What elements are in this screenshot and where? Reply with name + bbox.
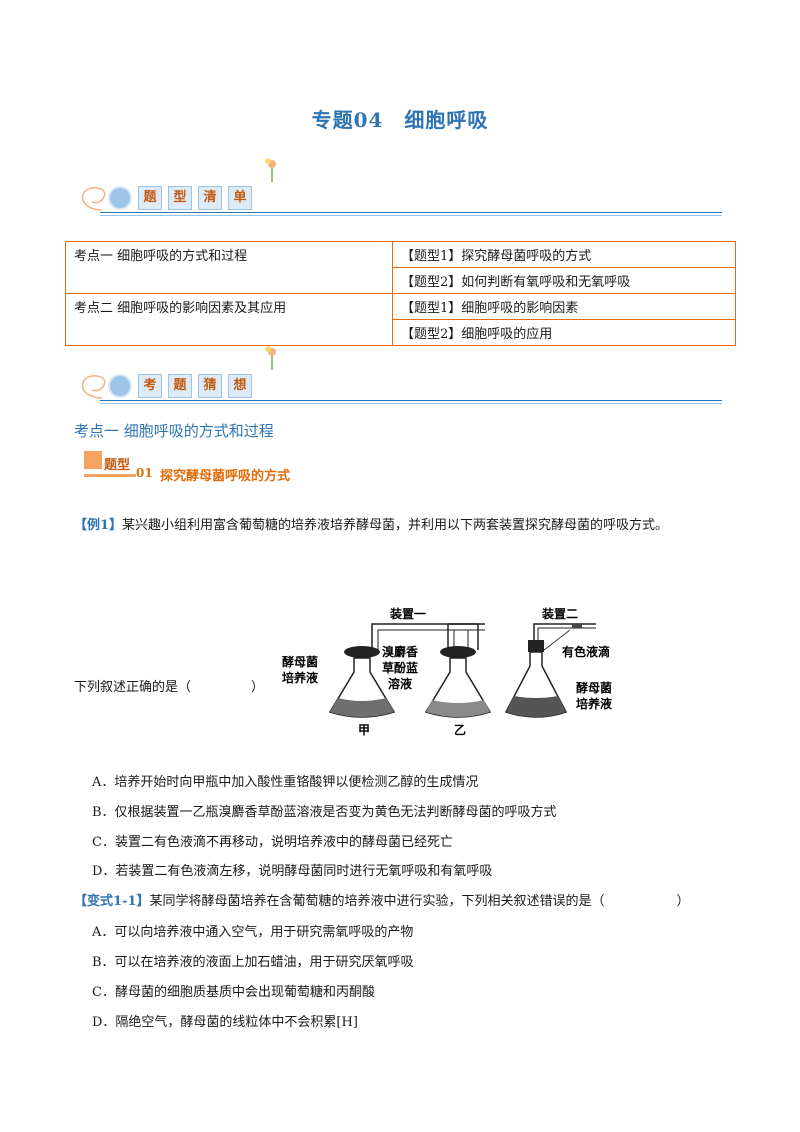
table-cell: 【题型1】探究酵母菌呼吸的方式 [392,241,736,268]
example-tag: 【例1】 [74,518,123,533]
question-close: ） [251,680,265,695]
table-row: 【题型2】细胞呼吸的应用 [66,319,736,346]
table-cell: 【题型1】细胞呼吸的影响因素 [392,293,736,320]
option-b: B．仅根据装置一乙瓶溴麝香草酚蓝溶液是否变为黄色无法判断酵母菌的呼吸方式 [92,805,557,820]
table-cell: 考点一 细胞呼吸的方式和过程 [65,241,393,294]
banner-char: 题 [138,186,162,210]
variant-close: ） [676,894,690,909]
banner-char: 型 [168,186,192,210]
figure-label: 培养液 [576,696,612,711]
figure-label: 有色液滴 [562,644,610,659]
figure-label: 装置一 [389,606,426,621]
table-cell: 【题型2】细胞呼吸的应用 [392,319,736,346]
banner-char: 考 [138,374,162,398]
option-c: C．装置二有色液滴不再移动，说明培养液中的酵母菌已经死亡 [92,835,453,850]
table-row: 考点二 细胞呼吸的影响因素及其应用 【题型1】细胞呼吸的影响因素 [65,293,736,346]
bullet-dot-icon [108,374,132,398]
variant-stem: 【变式1-1】某同学将酵母菌培养在含葡萄糖的培养液中进行实验，下列相关叙述错误的… [74,890,690,909]
tixing-badge-icon [84,451,102,469]
tixing-label: 题型 [104,458,131,473]
banner-char: 题 [168,374,192,398]
variant-option-a: A．可以向培养液中通入空气，用于研究需氧呼吸的产物 [92,925,414,940]
tixing-number: 01 [136,466,153,480]
figure-label: 装置二 [541,606,578,621]
figure-label: 甲 [358,723,370,737]
banner-char: 清 [198,186,222,210]
section-banner-topic-list: 题 型 清 单 [72,156,722,216]
table-cell: 考点二 细胞呼吸的影响因素及其应用 [65,293,393,346]
variant-option-c: C．酵母菌的细胞质基质中会出现葡萄糖和丙酮酸 [92,985,375,1000]
variant-text: 某同学将酵母菌培养在含葡萄糖的培养液中进行实验，下列相关叙述错误的是（ [149,894,605,909]
table-row: 考点一 细胞呼吸的方式和过程 【题型1】探究酵母菌呼吸的方式 [65,241,736,294]
question-text: 下列叙述正确的是（ [74,680,192,695]
swirl-decoration-icon [81,187,106,211]
example-text: 某兴趣小组利用富含葡萄糖的培养液培养酵母菌，并利用以下两套装置探究酵母菌的呼吸方… [122,518,669,533]
figure-label: 草酚蓝 [382,660,418,675]
variant-option-d: D．隔绝空气，酵母菌的线粒体中不会积累[H] [92,1015,358,1030]
topic-table: 考点一 细胞呼吸的方式和过程 【题型1】探究酵母菌呼吸的方式 【题型2】如何判断… [65,241,736,346]
table-cell: 【题型2】如何判断有氧呼吸和无氧呼吸 [392,267,736,294]
figure-label: 溴麝香 [382,644,418,659]
flower-icon [265,346,276,370]
tixing-name: 探究酵母菌呼吸的方式 [160,469,291,484]
swirl-decoration-icon [81,375,106,399]
variant-tag: 【变式1-1】 [74,894,150,909]
banner-char: 想 [228,374,252,398]
figure-label: 溶液 [388,676,412,691]
page-title: 专题04 细胞呼吸 [311,108,489,132]
figure-label: 培养液 [282,670,318,685]
figure-label: 酵母菌 [576,680,612,695]
section-banner-predictions: 考 题 猜 想 [72,344,722,404]
tixing-underline [84,474,136,477]
variant-option-b: B．可以在培养液的液面上加石蜡油，用于研究厌氧呼吸 [92,955,414,970]
experiment-figure: 装置一 装置二 酵母菌 培养液 溴麝香 草酚蓝 溶液 甲 乙 有色液滴 酵母菌 … [282,606,612,737]
banner-char: 单 [228,186,252,210]
question-line: 下列叙述正确的是（ ） [74,676,264,695]
flower-icon [265,158,276,182]
banner-char: 猜 [198,374,222,398]
figure-label: 乙 [454,723,466,737]
section-heading: 考点一 细胞呼吸的方式和过程 [74,422,274,440]
bullet-dot-icon [108,186,132,210]
figure-label: 酵母菌 [282,654,318,669]
option-d: D．若装置二有色液滴左移，说明酵母菌同时进行无氧呼吸和有氧呼吸 [92,864,493,879]
example-stem: 【例1】某兴趣小组利用富含葡萄糖的培养液培养酵母菌，并利用以下两套装置探究酵母菌… [74,514,668,533]
option-a: A．培养开始时向甲瓶中加入酸性重铬酸钾以便检测乙醇的生成情况 [92,775,479,790]
